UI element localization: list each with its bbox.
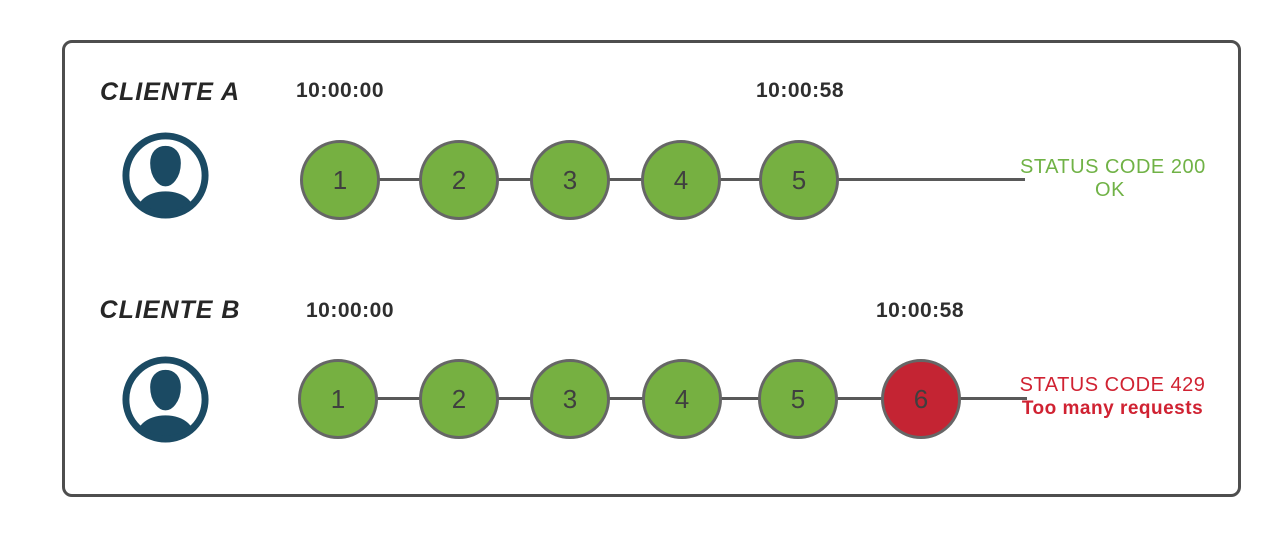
request-node: 2 [419, 359, 499, 439]
user-avatar-icon [118, 352, 213, 447]
request-node: 3 [530, 359, 610, 439]
request-number: 2 [451, 164, 467, 195]
request-number: 6 [913, 383, 929, 414]
diagram-border-box [62, 40, 1241, 497]
request-node: 4 [642, 359, 722, 439]
request-number: 3 [562, 383, 578, 414]
client-a-label: CLIENTE A [99, 78, 241, 106]
request-node: 4 [641, 140, 721, 220]
request-number: 1 [330, 383, 346, 414]
request-number: 5 [791, 164, 807, 195]
row-a-status-text: STATUS CODE 200 OK [1020, 156, 1206, 202]
status-desc-line: OK [1095, 179, 1125, 201]
row-b-start-timestamp: 10:00:00 [305, 299, 395, 322]
row-b-status-text: STATUS CODE 429 Too many requests [1015, 374, 1210, 420]
request-node: 5 [759, 140, 839, 220]
status-code-line: STATUS CODE 429 [1019, 374, 1206, 396]
request-node: 5 [758, 359, 838, 439]
request-number: 4 [673, 164, 689, 195]
request-node: 1 [298, 359, 378, 439]
request-node: 1 [300, 140, 380, 220]
request-node-rate-limited: 6 [881, 359, 961, 439]
status-desc-line: Too many requests [1021, 398, 1204, 419]
request-node: 3 [530, 140, 610, 220]
row-a-start-timestamp: 10:00:00 [295, 79, 385, 102]
user-avatar-icon [118, 128, 213, 223]
request-number: 1 [332, 164, 348, 195]
row-b-end-timestamp: 10:00:58 [875, 299, 965, 322]
request-number: 4 [674, 383, 690, 414]
row-a-end-timestamp: 10:00:58 [755, 79, 845, 102]
request-node: 2 [419, 140, 499, 220]
status-code-line: STATUS CODE 200 [1020, 156, 1206, 178]
client-b-label: CLIENTE B [99, 296, 241, 324]
request-number: 2 [451, 383, 467, 414]
request-number: 5 [790, 383, 806, 414]
request-number: 3 [562, 164, 578, 195]
